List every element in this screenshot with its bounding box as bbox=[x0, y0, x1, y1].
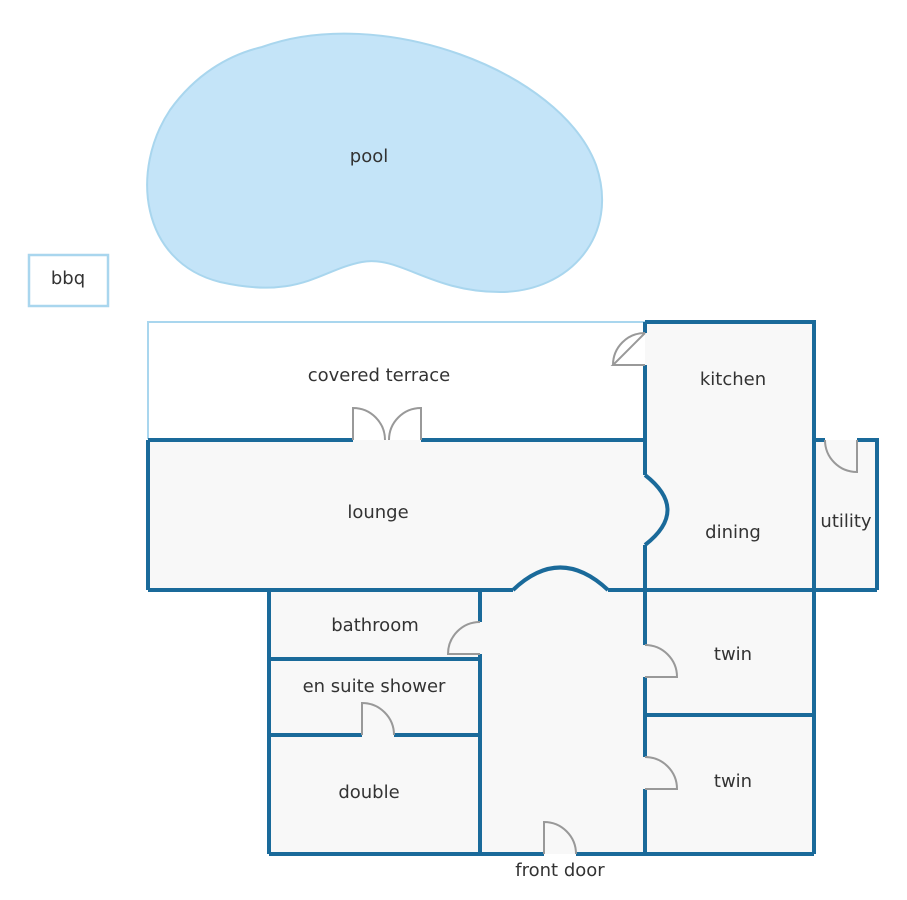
terrace-double-door-left bbox=[352, 406, 386, 441]
kitchen-wall-outer bbox=[645, 320, 816, 590]
covered-terrace-outline bbox=[147, 321, 645, 439]
dining-label: dining bbox=[705, 522, 761, 543]
kitchen-terrace-door bbox=[610, 332, 646, 366]
utility-label: utility bbox=[820, 511, 872, 532]
terrace-double-door-right bbox=[388, 406, 422, 441]
utility-wall bbox=[814, 438, 879, 590]
bathroom-door bbox=[446, 621, 481, 655]
hall-arch bbox=[511, 565, 610, 592]
room-fills bbox=[148, 322, 877, 854]
pool-shape bbox=[146, 32, 603, 294]
en-suite-shower-label: en suite shower bbox=[303, 676, 446, 697]
bbq-box bbox=[27, 253, 110, 308]
front-door-leaf bbox=[543, 820, 577, 855]
twin-label-upper: twin bbox=[714, 644, 752, 665]
pool-label: pool bbox=[350, 146, 388, 167]
covered-terrace-label: covered terrace bbox=[308, 365, 450, 386]
front-door-label: front door bbox=[515, 860, 605, 881]
walls bbox=[146, 320, 879, 856]
kitchen-label: kitchen bbox=[700, 369, 766, 390]
bathroom-label: bathroom bbox=[331, 615, 419, 636]
doors bbox=[352, 332, 858, 855]
twin-label-lower: twin bbox=[714, 771, 752, 792]
utility-door bbox=[824, 439, 858, 474]
twin-1-door bbox=[644, 644, 679, 678]
double-label: double bbox=[338, 782, 399, 803]
bbq-label: bbq bbox=[51, 268, 85, 289]
lounge-label: lounge bbox=[347, 502, 408, 523]
lounge-dining-arch bbox=[643, 473, 670, 547]
twin-2-door bbox=[644, 756, 679, 790]
ensuite-door bbox=[361, 701, 395, 736]
